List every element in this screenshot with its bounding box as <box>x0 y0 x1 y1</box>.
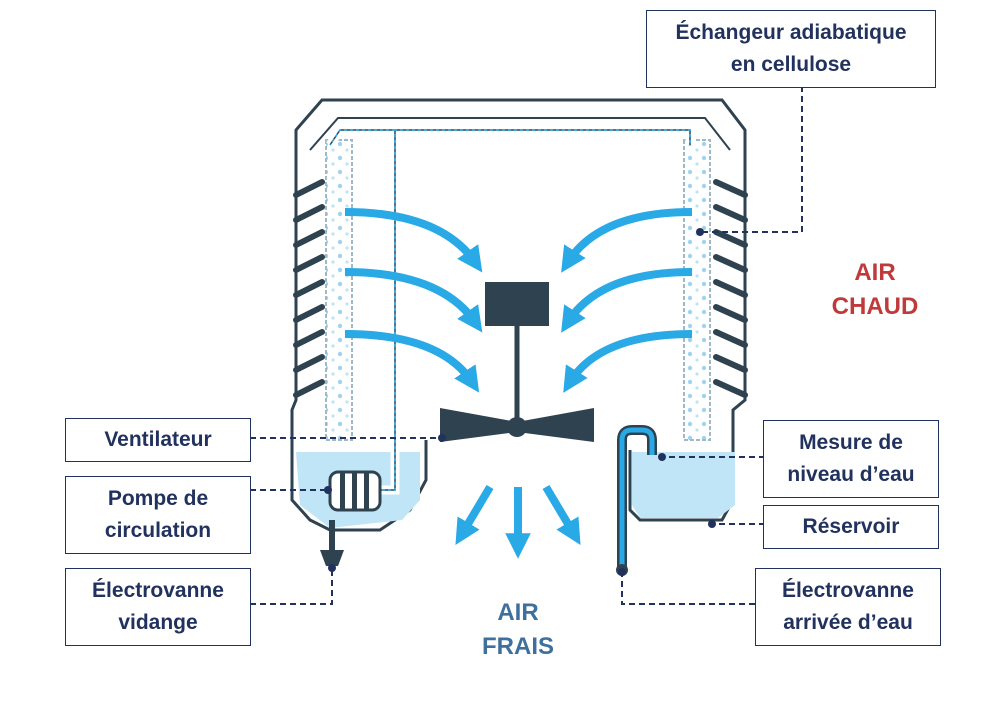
right-reservoir-water <box>632 452 735 518</box>
label-reservoir: Réservoir <box>763 505 939 549</box>
fan-hub <box>507 417 527 437</box>
inner-frame <box>309 117 731 151</box>
label-exchanger: Échangeur adiabatique en cellulose <box>646 10 936 88</box>
left-louvers <box>293 179 325 398</box>
fan-motor <box>485 282 549 326</box>
hot-air-label: AIR CHAUD <box>831 259 919 320</box>
label-fan: Ventilateur <box>65 418 251 462</box>
label-level-sensor: Mesure de niveau d’eau <box>763 420 939 498</box>
hot-air-inlets-right <box>707 209 783 337</box>
hot-air-inlets-left <box>255 209 333 337</box>
air-flow-arrows <box>344 208 693 559</box>
label-pump: Pompe de circulation <box>65 476 251 554</box>
left-exchanger-pad <box>325 139 353 441</box>
label-drain-valve: Électrovanne vidange <box>65 568 251 646</box>
leader-lines <box>250 86 803 605</box>
label-inlet-valve: Électrovanne arrivée d’eau <box>755 568 941 646</box>
leader-dots <box>324 228 716 576</box>
drain-valve-icon <box>320 550 344 566</box>
cool-air-label: AIR FRAIS <box>482 599 554 660</box>
right-exchanger-pad <box>683 139 711 441</box>
